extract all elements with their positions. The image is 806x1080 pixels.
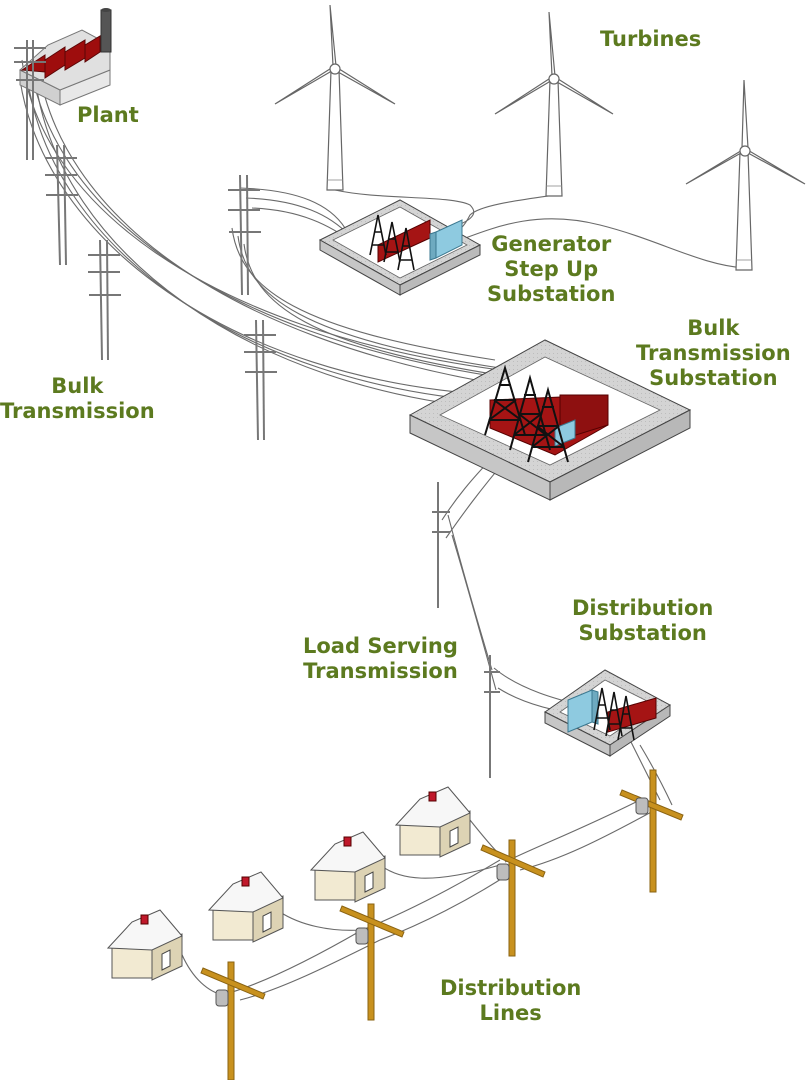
transmission-tower-icon	[45, 144, 78, 266]
label-bulk-transmission: Bulk Transmission	[0, 374, 155, 424]
bulk-transmission-wires	[19, 59, 511, 411]
label-line: Plant	[77, 103, 139, 127]
label-distribution-substation: Distribution Substation	[572, 596, 713, 646]
label-line: Bulk	[687, 316, 740, 340]
label-line: Step Up	[504, 257, 599, 281]
label-line: Distribution	[572, 596, 714, 620]
label-line: Generator	[491, 232, 612, 256]
label-load-serving-transmission: Load Serving Transmission	[303, 634, 458, 684]
label-line: Substation	[487, 282, 616, 306]
label-turbines: Turbines	[600, 27, 701, 52]
label-distribution-lines: Distribution Lines	[440, 976, 581, 1026]
substation-icon	[408, 339, 692, 501]
substation-icon	[544, 669, 671, 757]
transmission-tower-icon	[88, 239, 121, 361]
wind-turbine-icon	[494, 11, 614, 197]
utility-pole-icon	[480, 839, 546, 957]
label-generator-step-up-substation: Generator Step Up Substation	[487, 232, 615, 307]
house-icon	[309, 831, 386, 903]
utility-pole-icon	[619, 769, 684, 893]
label-line: Transmission	[0, 399, 155, 423]
house-icon	[394, 786, 471, 858]
distribution-wires	[179, 739, 673, 1001]
label-line: Transmission	[303, 659, 458, 683]
label-plant: Plant	[77, 103, 139, 128]
label-bulk-transmission-substation: Bulk Transmission Substation	[636, 316, 791, 391]
transmission-tower-icon	[244, 319, 277, 441]
wind-turbine-icon	[274, 4, 396, 191]
label-line: Lines	[479, 1001, 542, 1025]
transmission-tower-icon	[228, 174, 261, 296]
label-line: Transmission	[636, 341, 791, 365]
label-line: Turbines	[600, 27, 702, 51]
house-icon	[106, 909, 183, 981]
label-line: Distribution	[440, 976, 582, 1000]
utility-pole-icon	[200, 961, 266, 1080]
transmission-tower-icon	[14, 40, 46, 160]
transmission-tower-icon	[484, 655, 500, 778]
label-line: Load Serving	[303, 634, 458, 658]
transmission-tower-icon	[432, 482, 450, 608]
label-line: Substation	[578, 621, 707, 645]
wind-turbine-icon	[685, 79, 806, 271]
label-line: Substation	[649, 366, 778, 390]
house-icon	[207, 871, 284, 943]
substation-icon	[318, 199, 482, 296]
utility-pole-icon	[339, 903, 405, 1021]
label-line: Bulk	[51, 374, 104, 398]
